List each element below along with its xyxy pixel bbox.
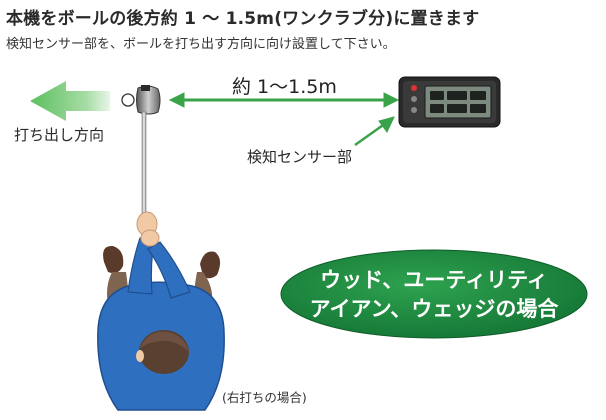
page-subtitle: 検知センサー部を、ボールを打ち出す方向に向け設置して下さい。 xyxy=(6,37,396,52)
club-type-badge xyxy=(280,249,588,339)
launch-monitor-device xyxy=(398,76,501,128)
club-shaft xyxy=(141,111,147,225)
right-handed-note: (右打ちの場合) xyxy=(222,390,307,405)
distance-label: 約 1～1.5m xyxy=(232,76,337,98)
page-title: 本機をボールの後方約 1 ～ 1.5m(ワンクラブ分)に置きます xyxy=(6,9,480,29)
shot-direction-label: 打ち出し方向 xyxy=(14,126,105,144)
badge-line-1: ウッド、ユーティリティ xyxy=(320,268,548,292)
badge-line-2: アイアン、ウェッジの場合 xyxy=(309,297,559,321)
distance-arrow xyxy=(168,92,400,108)
golf-ball xyxy=(121,93,135,107)
golfer-figure xyxy=(97,211,225,411)
club-head xyxy=(136,85,161,115)
shot-direction-arrow xyxy=(30,81,110,121)
sensor-label: 検知センサー部 xyxy=(247,148,353,166)
sensor-pointer-arrow xyxy=(354,116,395,147)
